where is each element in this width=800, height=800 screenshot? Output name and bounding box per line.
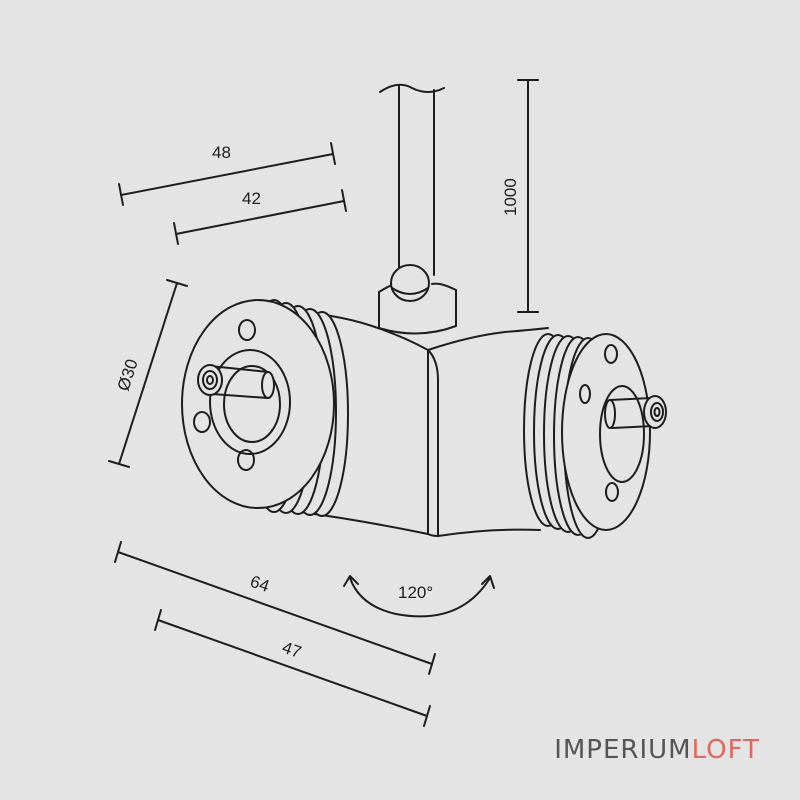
angle-label: 120° xyxy=(398,583,433,602)
brand-part-loft: LOFT xyxy=(691,735,760,765)
left-screw-hole xyxy=(193,411,211,433)
left-screw-hole xyxy=(237,449,255,471)
right-screw-hole xyxy=(604,344,618,364)
right-inner-recess xyxy=(599,385,645,483)
dimension-64 xyxy=(114,541,436,675)
angle-arc xyxy=(343,575,495,618)
housing-body xyxy=(299,313,549,537)
dimension-47 xyxy=(154,609,431,727)
dimension-label-47: 47 xyxy=(280,638,304,662)
brand-part-imperium: IMPERIUM xyxy=(554,735,692,765)
left-pin xyxy=(197,364,275,399)
cable-mount xyxy=(378,264,457,335)
left-cap xyxy=(181,299,349,517)
dimension-42 xyxy=(173,189,347,245)
right-cap xyxy=(523,333,651,539)
left-screw-hole xyxy=(238,319,256,341)
dimension-label-30: Ø30 xyxy=(114,357,142,393)
right-pin xyxy=(604,395,667,429)
dimension-label-1000: 1000 xyxy=(501,178,520,216)
brand-logo: IMPERIUMLOFT xyxy=(554,735,760,765)
dimension-label-64: 64 xyxy=(248,572,272,596)
dimension-label-48: 48 xyxy=(212,143,231,162)
left-inner-recess xyxy=(209,349,291,455)
dimension-30 xyxy=(108,279,188,468)
right-screw-hole xyxy=(579,384,591,404)
dimension-48 xyxy=(118,142,336,206)
dimension-1000 xyxy=(517,79,539,313)
right-screw-hole xyxy=(605,482,619,502)
dimension-label-42: 42 xyxy=(242,189,261,208)
cable xyxy=(379,83,445,276)
